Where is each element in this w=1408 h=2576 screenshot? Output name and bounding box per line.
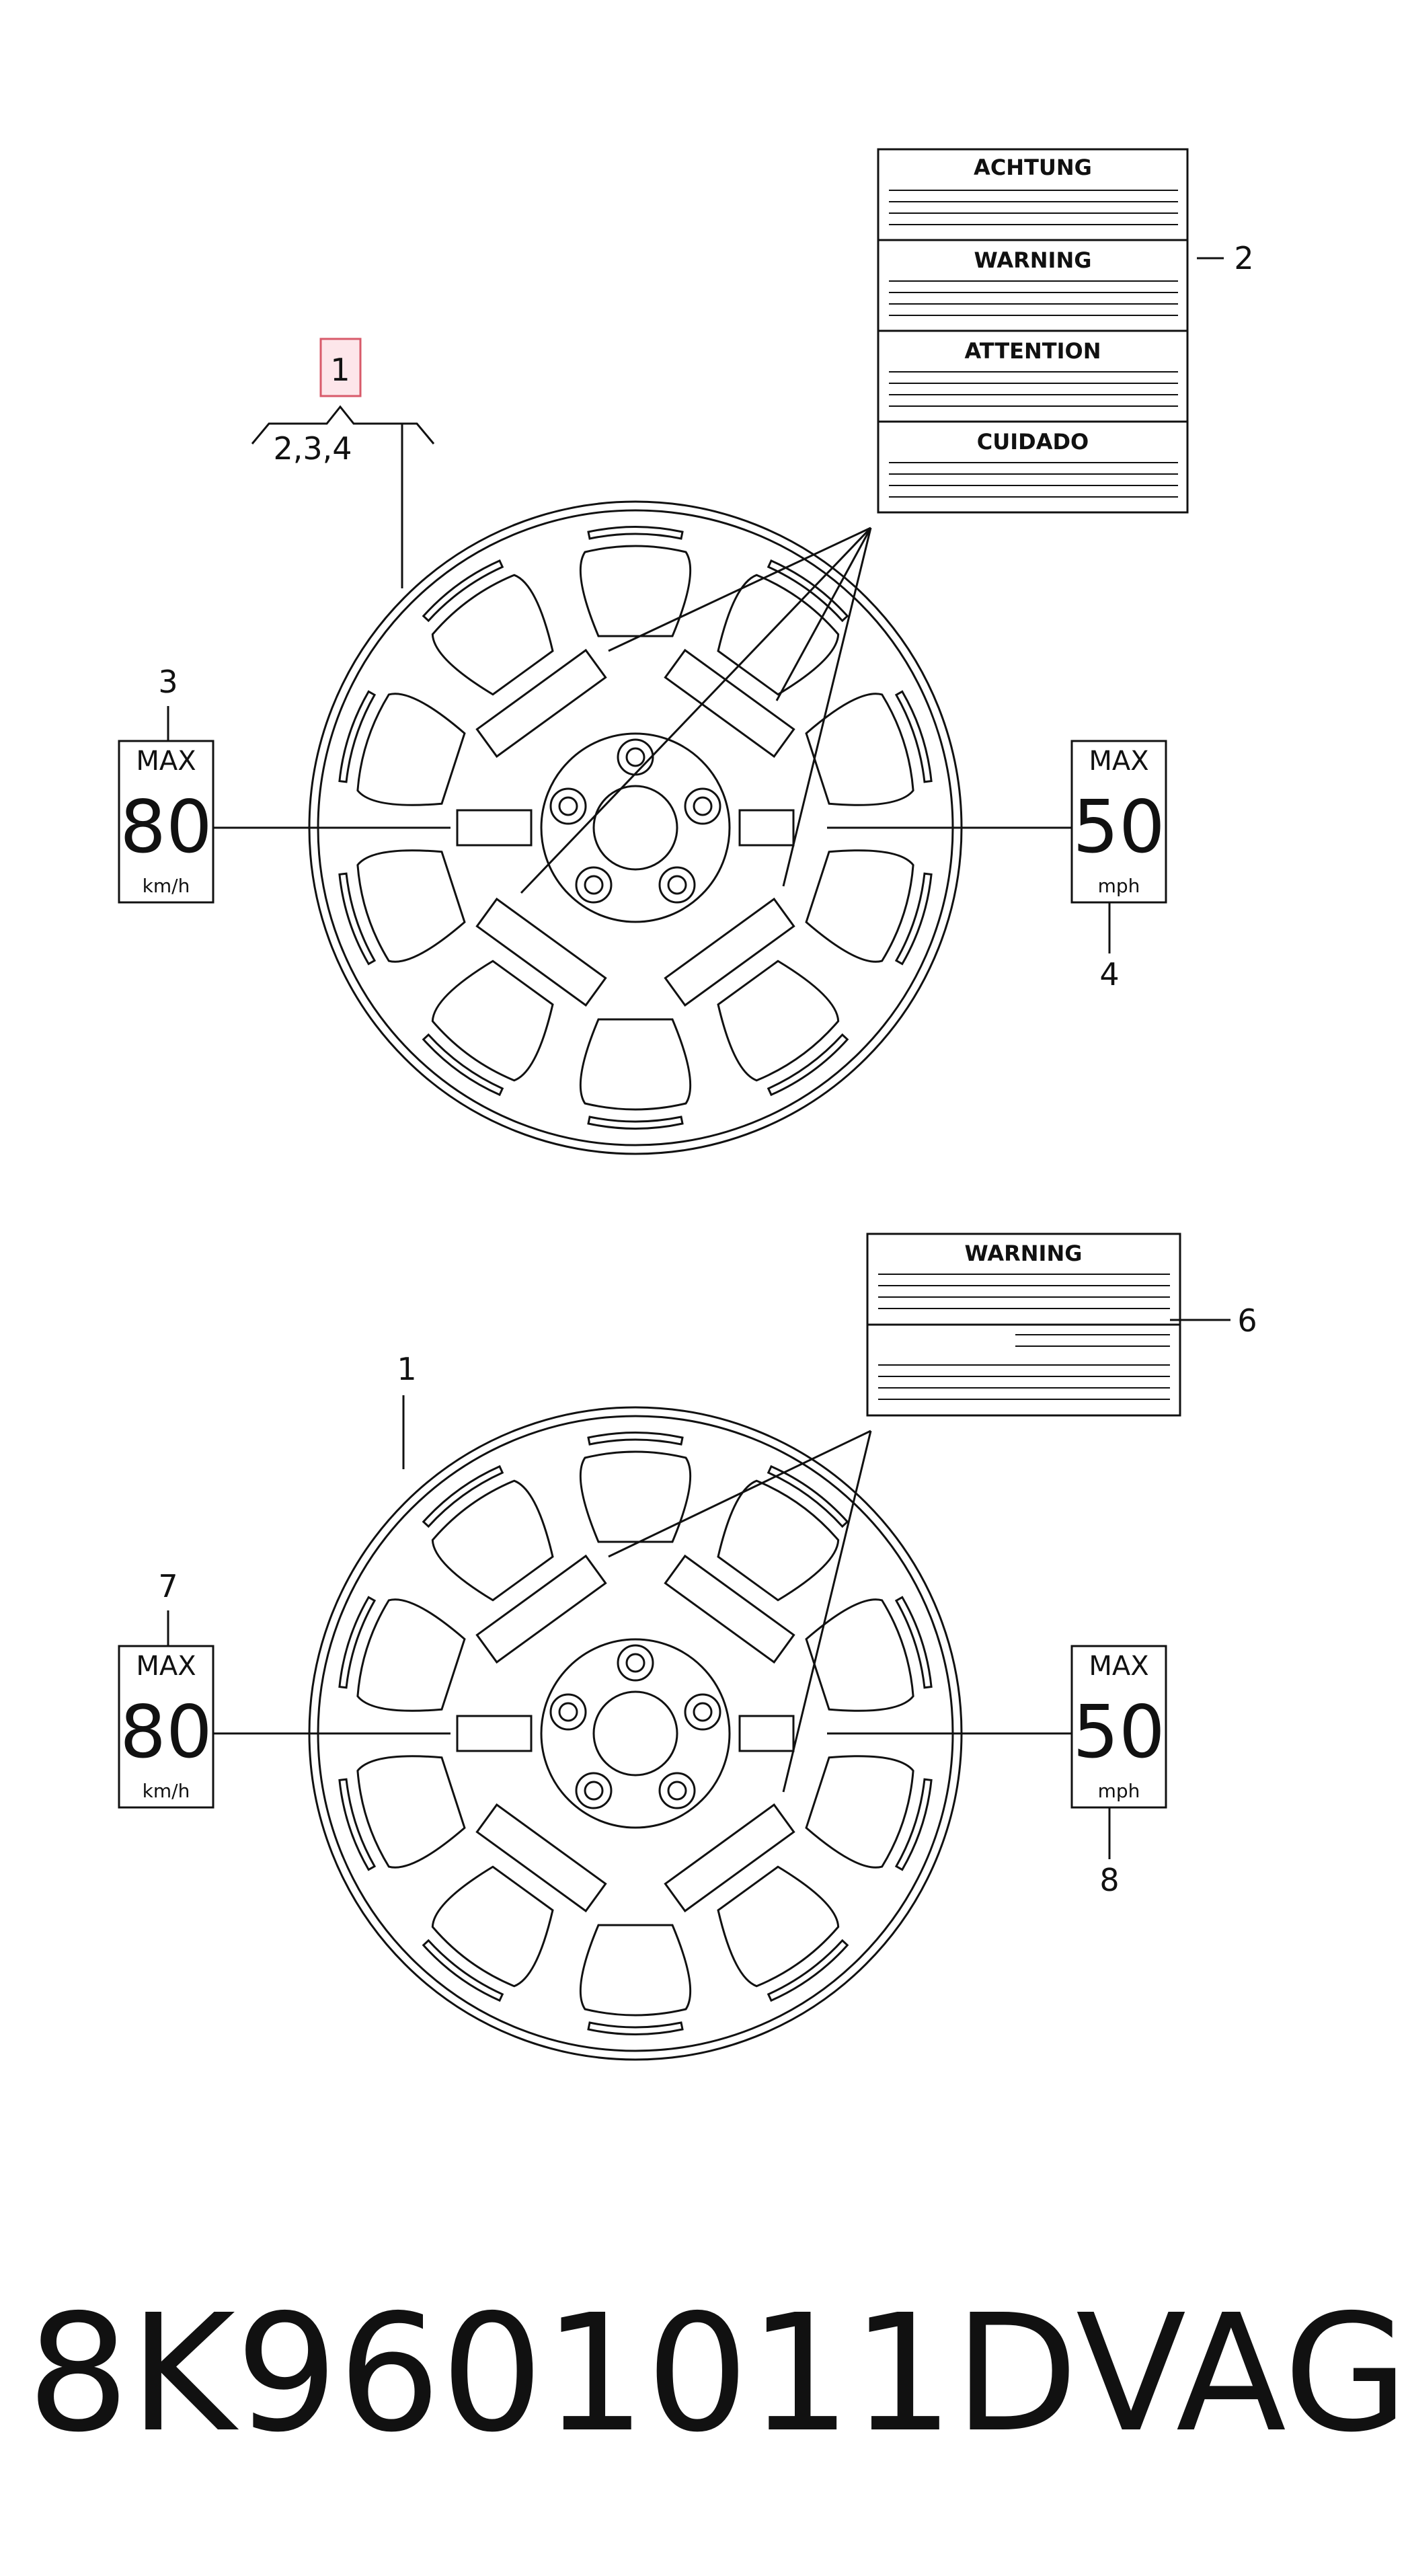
callout-3: 3 — [158, 664, 178, 700]
speed-unit-bottom-left: km/h — [143, 1780, 190, 1802]
speed-max-top-right: MAX — [1089, 746, 1148, 777]
leaders-warning-top — [520, 526, 872, 894]
speed-max-bottom-right: MAX — [1089, 1651, 1148, 1682]
speed-label-top-left — [118, 706, 451, 904]
callout-6: 6 — [1237, 1302, 1257, 1339]
speed-value-bottom-right: 50 — [1072, 1690, 1165, 1774]
part-number-footer: 8K9601011D VAG — [27, 2273, 1408, 2474]
warning-label-english — [866, 1233, 1181, 1417]
callout-7: 7 — [158, 1568, 178, 1604]
brand-name: VAG — [1076, 2279, 1408, 2468]
speed-max-bottom-left: MAX — [136, 1651, 196, 1682]
speed-max-top-left: MAX — [136, 746, 196, 777]
speed-label-bottom-right — [827, 1645, 1167, 1859]
speed-value-bottom-left: 80 — [120, 1690, 212, 1774]
warning-title-achtung: ACHTUNG — [974, 155, 1092, 180]
speed-unit-top-left: km/h — [143, 875, 190, 897]
callout-1-highlight[interactable] — [319, 338, 362, 397]
brace-2-3-4 — [251, 405, 435, 588]
callout-2: 2 — [1234, 240, 1253, 276]
warning-label-multilingual — [877, 148, 1189, 514]
speed-label-bottom-left — [118, 1610, 451, 1809]
part-number: 8K9601011D — [27, 2279, 1079, 2468]
parts-diagram: 1 2,3,4 ACHTUNG WARNING ATTENTION CUIDAD… — [118, 148, 1257, 2061]
speed-label-top-right — [827, 740, 1167, 953]
callout-4: 4 — [1099, 956, 1119, 992]
warning-title-bottom: WARNING — [965, 1241, 1083, 1266]
callout-2-3-4: 2,3,4 — [273, 430, 352, 467]
warning-title-attention: ATTENTION — [964, 338, 1101, 364]
speed-value-top-left: 80 — [120, 785, 212, 869]
callout-1-bottom: 1 — [397, 1351, 416, 1387]
leaders-warning-bottom — [608, 1430, 872, 1793]
speed-unit-top-right: mph — [1098, 875, 1140, 897]
speed-value-top-right: 50 — [1072, 785, 1165, 869]
callout-1-top: 1 — [330, 352, 350, 388]
warning-title-warning: WARNING — [974, 247, 1092, 273]
warning-title-cuidado: CUIDADO — [977, 429, 1089, 455]
speed-unit-bottom-right: mph — [1098, 1780, 1140, 1802]
callout-8: 8 — [1099, 1862, 1119, 1898]
